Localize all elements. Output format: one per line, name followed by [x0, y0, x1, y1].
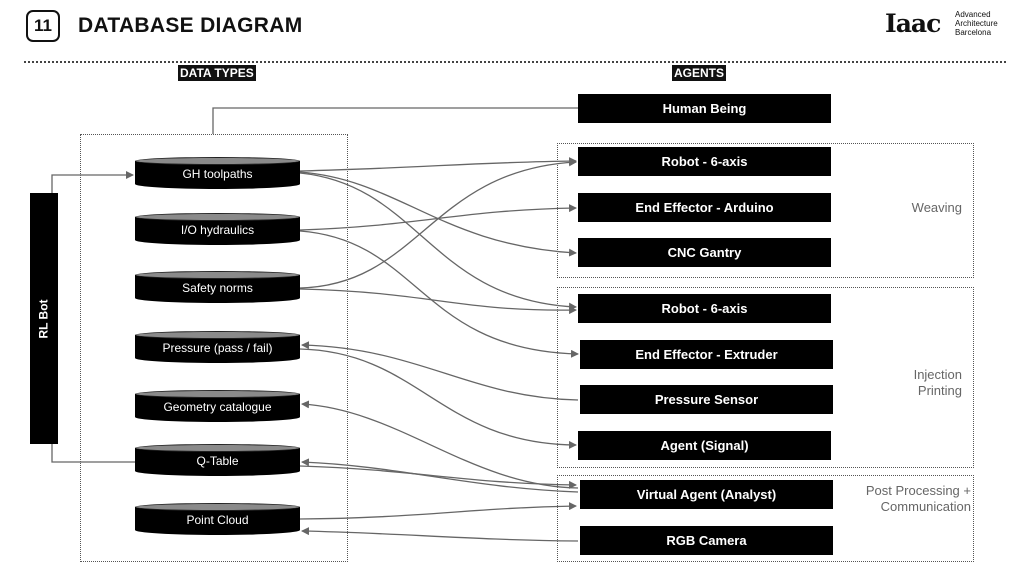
agent-end-effector-arduino: End Effector - Arduino — [578, 193, 831, 222]
agent-cnc-gantry: CNC Gantry — [578, 238, 831, 267]
agent-robot-6-axis-injection: Robot - 6-axis — [578, 294, 831, 323]
agent-virtual-analyst: Virtual Agent (Analyst) — [580, 480, 833, 509]
link-pressure-to-signal — [299, 348, 577, 449]
rl-bot-label: RL Bot — [37, 298, 52, 339]
agent-robot-6-axis-weaving: Robot - 6-axis — [578, 147, 831, 176]
link-gh-to-cnc — [299, 171, 577, 257]
logo-text: Advanced Architecture Barcelona — [955, 10, 998, 37]
data-type-safety-norms: Safety norms — [135, 271, 300, 303]
iaac-logo: Iaac Advanced Architecture Barcelona — [885, 9, 1015, 43]
link-safety-to-robot2 — [299, 288, 577, 315]
link-safety-to-robot1 — [299, 158, 577, 289]
agent-signal: Agent (Signal) — [578, 431, 831, 460]
page-title: DATABASE DIAGRAM — [78, 14, 303, 37]
page-number: 11 — [34, 16, 52, 35]
data-types-frame — [80, 134, 348, 562]
logo-line-1: Advanced — [955, 10, 991, 19]
data-type-label: Geometry catalogue — [163, 400, 272, 414]
link-rlbot-to-qtable — [51, 444, 135, 463]
link-human-to-data — [212, 107, 578, 134]
agent-rgb-camera: RGB Camera — [580, 526, 833, 555]
link-rlbot-to-gh-toolpaths — [51, 171, 134, 193]
data-type-label: GH toolpaths — [182, 167, 253, 181]
data-type-label: Q-Table — [196, 454, 239, 468]
data-type-label: Safety norms — [182, 281, 253, 295]
page-number-badge: 11 — [26, 10, 60, 42]
link-qtable-to-analyst — [299, 465, 577, 489]
logo-mark: Iaac — [885, 9, 941, 38]
agents-heading: AGENTS — [672, 65, 727, 81]
group-label-weaving: Weaving — [911, 200, 962, 215]
weaving-group-frame — [557, 143, 974, 278]
link-analyst-to-qtable — [301, 458, 579, 493]
link-gh-to-robot1 — [299, 157, 577, 172]
data-type-q-table: Q-Table — [135, 444, 300, 476]
data-type-label: Point Cloud — [186, 513, 249, 527]
injection-printing-group-frame — [557, 287, 974, 468]
link-io-to-extruder — [299, 230, 579, 358]
rl-bot-block: RL Bot — [30, 193, 58, 444]
logo-line-2: Architecture — [955, 19, 998, 28]
data-type-label: Pressure (pass / fail) — [162, 341, 273, 355]
post-processing-group-frame — [557, 475, 974, 562]
link-gh-to-robot2 — [299, 172, 577, 311]
agent-pressure-sensor: Pressure Sensor — [580, 385, 833, 414]
link-camera-to-pointcloud — [301, 527, 579, 542]
link-pointcloud-to-analyst — [299, 502, 577, 520]
data-type-io-hydraulics: I/O hydraulics — [135, 213, 300, 245]
link-analyst-to-geometry — [301, 400, 579, 489]
link-sensor-to-pressure — [301, 341, 579, 401]
group-label-injection-printing: Injection Printing — [913, 367, 962, 398]
agent-human-being: Human Being — [578, 94, 831, 123]
header-divider — [24, 61, 1006, 63]
agent-end-effector-extruder: End Effector - Extruder — [580, 340, 833, 369]
data-type-point-cloud: Point Cloud — [135, 503, 300, 535]
data-type-gh-toolpaths: GH toolpaths — [135, 157, 300, 189]
data-type-geometry-catalogue: Geometry catalogue — [135, 390, 300, 422]
data-types-heading: DATA TYPES — [178, 65, 256, 81]
group-label-post-processing: Post Processing + Communication — [865, 483, 971, 514]
logo-line-3: Barcelona — [955, 28, 992, 37]
data-type-pressure: Pressure (pass / fail) — [135, 331, 300, 363]
data-type-label: I/O hydraulics — [180, 223, 255, 237]
